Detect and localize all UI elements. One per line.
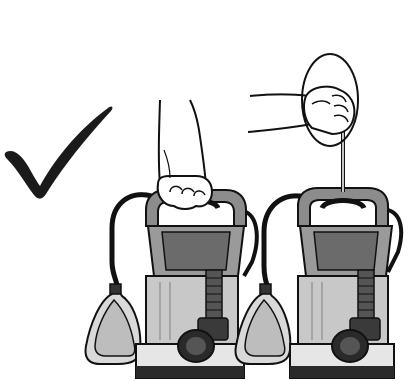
pump-left	[86, 190, 257, 378]
pump-right	[236, 188, 402, 378]
power-cable-right	[264, 196, 300, 288]
carry-handle-right	[298, 188, 388, 226]
check-mark-icon	[5, 107, 113, 199]
hand-gripping-handle	[158, 100, 212, 209]
hand-holding-rope	[248, 87, 354, 134]
